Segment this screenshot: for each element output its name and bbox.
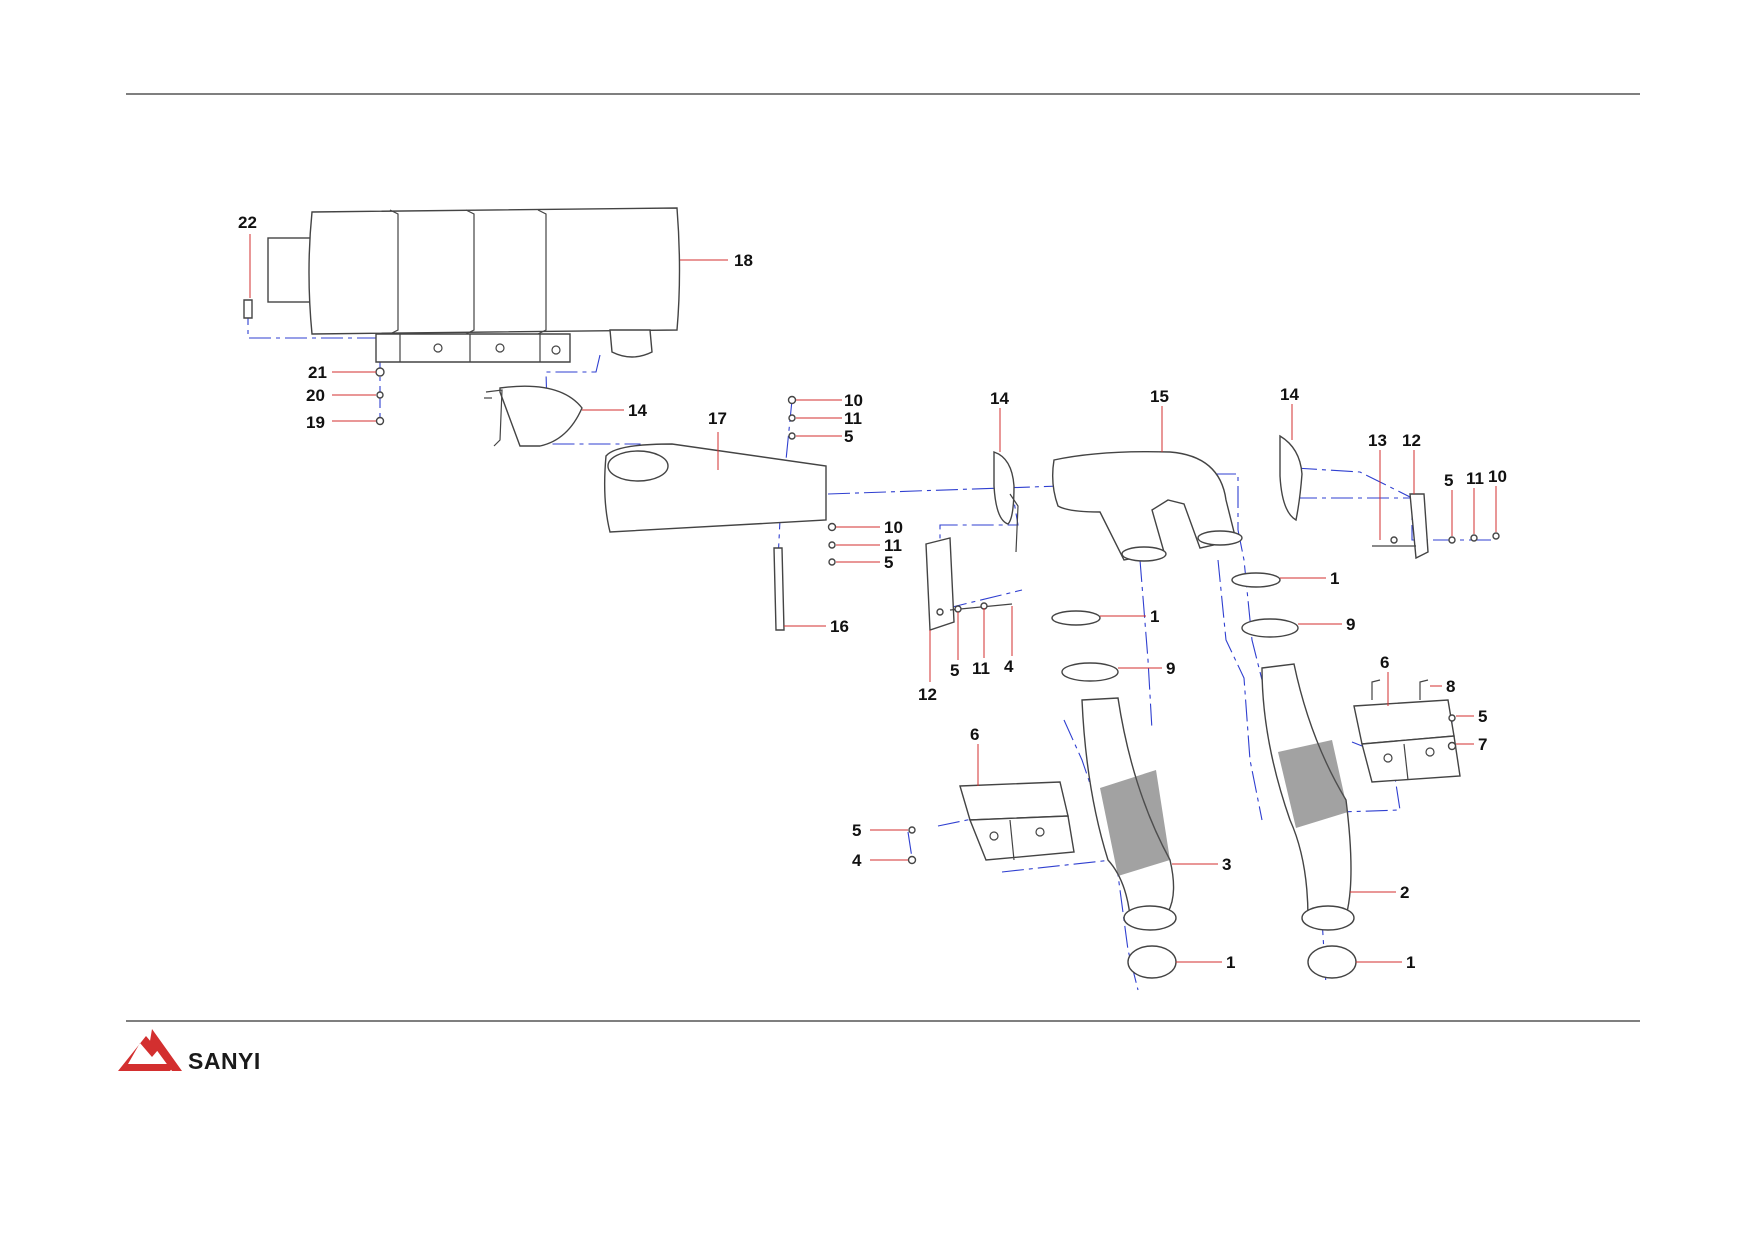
brand-name: SANYI — [188, 1048, 261, 1074]
callout-11-right: 11 — [1466, 469, 1484, 488]
callout-14-mid: 14 — [990, 389, 1009, 408]
callouts: 22 18 21 20 19 14 10 11 5 17 10 11 5 16 … — [238, 213, 1507, 972]
band-clamp-left — [484, 385, 583, 447]
support-bracket-right — [1353, 679, 1461, 783]
callout-6-left: 6 — [970, 725, 979, 744]
bracket-plate — [773, 395, 837, 631]
callout-13: 13 — [1368, 431, 1387, 450]
muffler — [267, 207, 681, 363]
support-bracket-left — [959, 781, 1075, 861]
callout-19: 19 — [306, 413, 325, 432]
callout-5-upper: 5 — [844, 427, 853, 446]
callout-22: 22 — [238, 213, 257, 232]
logo-mark-icon — [118, 1029, 182, 1071]
bracket-mid — [925, 537, 1013, 631]
callout-6-right: 6 — [1380, 653, 1389, 672]
callout-11-lower-mid: 11 — [972, 659, 990, 678]
bolt-set-lower — [907, 714, 1457, 865]
callout-9-left: 9 — [1166, 659, 1175, 678]
elbow-pipe — [603, 443, 827, 533]
ring-and-clamp-set — [1051, 572, 1357, 979]
callout-4-lower-left: 4 — [852, 851, 862, 870]
callout-10-upper: 10 — [844, 391, 863, 410]
callout-1-upper-right: 1 — [1330, 569, 1339, 588]
flex-pipe-right — [1261, 663, 1355, 931]
callout-15: 15 — [1150, 387, 1169, 406]
callout-21: 21 — [308, 363, 327, 382]
callout-8: 8 — [1446, 677, 1455, 696]
callout-11-upper: 11 — [844, 409, 862, 428]
callout-12-right: 12 — [1402, 431, 1421, 450]
callout-1-lower-left: 1 — [1226, 953, 1235, 972]
callout-1-mid: 1 — [1150, 607, 1159, 626]
callout-20: 20 — [306, 386, 325, 405]
callout-5-lower-right: 5 — [1478, 707, 1487, 726]
callout-14-left: 14 — [628, 401, 647, 420]
callout-2: 2 — [1400, 883, 1409, 902]
callout-16: 16 — [830, 617, 849, 636]
brand-logo: SANYI — [118, 1029, 261, 1074]
callout-12-mid: 12 — [918, 685, 937, 704]
callout-5-mid: 5 — [884, 553, 893, 572]
hardware-stack-left — [243, 299, 385, 426]
callout-5-lower-mid: 5 — [950, 661, 959, 680]
flex-pipe-left — [1081, 697, 1177, 931]
callout-3: 3 — [1222, 855, 1231, 874]
callout-1-lower-right: 1 — [1406, 953, 1415, 972]
callout-4-mid: 4 — [1004, 657, 1014, 676]
callout-17: 17 — [708, 409, 727, 428]
callout-7: 7 — [1478, 735, 1487, 754]
callout-10-mid: 10 — [884, 518, 903, 537]
flange-clamp-right — [1279, 434, 1500, 560]
callout-14-right: 14 — [1280, 385, 1299, 404]
callout-11-mid: 11 — [884, 536, 902, 555]
callout-18: 18 — [734, 251, 753, 270]
callout-5-right: 5 — [1444, 471, 1453, 490]
callout-10-right: 10 — [1488, 467, 1507, 486]
callout-5-lower-left: 5 — [852, 821, 861, 840]
callout-9-right: 9 — [1346, 615, 1355, 634]
y-pipe — [1051, 450, 1243, 562]
flange-clamp-mid — [993, 451, 1019, 553]
